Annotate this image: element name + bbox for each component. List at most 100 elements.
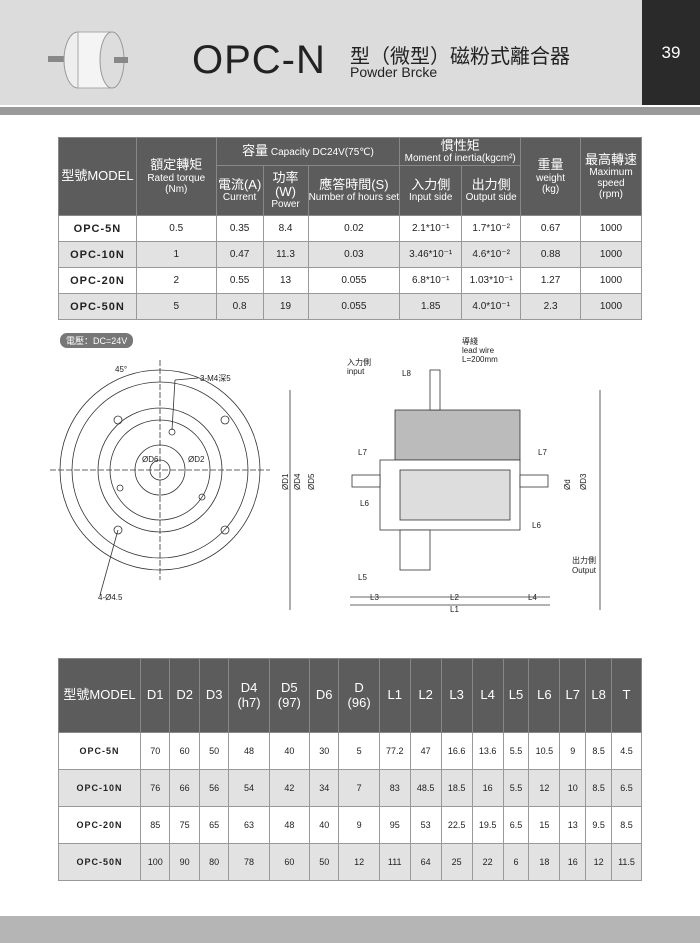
dim-header: L1 (378, 658, 411, 733)
dim-cell: 16 (471, 769, 504, 807)
dimension-label: L4 (528, 593, 537, 602)
dim-cell: 12 (338, 843, 380, 881)
spec-cell: 5 (135, 293, 217, 320)
dim-cell: 7 (338, 769, 380, 807)
dim-header: T (611, 658, 642, 733)
dim-cell: 8.5 (611, 806, 642, 844)
h-weight-unit: (kg) (541, 183, 560, 195)
h-inertia-cn: 慣性矩 (440, 137, 480, 153)
spec-cell: 1.85 (399, 293, 463, 320)
spec-cell: 4.0*10⁻¹ (461, 293, 522, 320)
lead-length: L=200mm (462, 355, 498, 364)
dim-cell: 25 (440, 843, 473, 881)
h-torque-cn: 額定轉矩 (150, 157, 203, 173)
spec-cell: 13 (262, 267, 309, 294)
dimension-label: L3 (370, 593, 379, 602)
dim-cell: 10.5 (528, 732, 561, 770)
dim-header: D3 (198, 658, 230, 733)
spec-cell: 2.1*10⁻¹ (399, 215, 463, 242)
dimension-label: L7 (538, 448, 547, 457)
dim-header: L3 (440, 658, 473, 733)
h-capacity-en: Capacity DC24V(75℃) (270, 147, 374, 159)
dim-cell: 10 (559, 769, 587, 807)
divider-bar (0, 107, 700, 115)
dim-cell: 90 (169, 843, 200, 881)
h-power-en: Power (271, 199, 300, 211)
dim-cell: 11.5 (611, 843, 642, 881)
dim-header: 型號MODEL (58, 658, 141, 733)
dim-cell: 48 (268, 806, 310, 844)
dimension-label: L2 (450, 593, 459, 602)
dim-header: L4 (471, 658, 504, 733)
dim-cell: 40 (268, 732, 310, 770)
spec-cell: 1000 (580, 267, 642, 294)
h-capacity-cn: 容量 (242, 143, 269, 159)
dim-cell: 9.5 (585, 806, 613, 844)
spec-cell: OPC-50N (58, 293, 137, 320)
spec-cell: 0.055 (307, 293, 401, 320)
front-view (50, 360, 270, 596)
dim-cell: 80 (198, 843, 230, 881)
dim-header: D4 (h7) (228, 658, 270, 733)
dimension-label: L7 (358, 448, 367, 457)
h-out-cn: 出力側 (471, 176, 511, 192)
dim-cell: 77.2 (378, 732, 411, 770)
dim-header: L7 (559, 658, 587, 733)
h-resp-en: Number of hours set (308, 192, 400, 204)
lead-en: lead wire (462, 346, 495, 355)
dimension-label: Ød (563, 479, 572, 490)
title-cn: 型（微型）磁粉式離合器 (350, 44, 570, 68)
h-inertia-en: Moment of inertia(kgcm²) (404, 153, 516, 165)
dimension-label: L1 (450, 605, 459, 614)
dimension-label: ØD3 (579, 473, 588, 490)
dim-cell: 34 (308, 769, 340, 807)
d2-label: ØD2 (188, 455, 205, 464)
dim-cell: 53 (409, 806, 442, 844)
side-view (289, 369, 601, 610)
dim-cell: 78 (228, 843, 270, 881)
dimension-label: L5 (358, 573, 367, 582)
dim-cell: OPC-5N (58, 732, 141, 770)
dim-cell: 16.6 (440, 732, 473, 770)
model-title: OPC-N (192, 38, 326, 82)
h-torque-unit: (Nm) (165, 183, 188, 195)
dim-cell: 63 (228, 806, 270, 844)
dim-cell: OPC-20N (58, 806, 141, 844)
dim-cell: 54 (228, 769, 270, 807)
dim-cell: 85 (139, 806, 171, 844)
dim-cell: 30 (308, 732, 340, 770)
spec-cell: 0.8 (215, 293, 264, 320)
spec-cell: OPC-20N (58, 267, 137, 294)
spec-cell: 1 (135, 241, 217, 268)
dim-header: D5 (97) (268, 658, 310, 733)
dim-cell: 19.5 (471, 806, 504, 844)
dim-cell: 6 (502, 843, 530, 881)
dim-cell: 5.5 (502, 769, 530, 807)
h-weight-cn: 重量 (537, 157, 564, 173)
spec-cell: 11.3 (262, 241, 309, 268)
spec-cell: 1.03*10⁻¹ (461, 267, 522, 294)
dim-cell: 16 (559, 843, 587, 881)
dimension-label: L8 (402, 369, 411, 378)
footer-bar (0, 916, 700, 943)
dim-cell: 75 (169, 806, 200, 844)
dim-header: L8 (585, 658, 613, 733)
h-in-cn: 入力側 (411, 176, 451, 192)
dim-cell: 76 (139, 769, 171, 807)
h-torque-en: Rated torque (147, 172, 206, 184)
spec-cell: 8.4 (262, 215, 309, 242)
dim-cell: 8.5 (585, 769, 613, 807)
dim-cell: 64 (409, 843, 442, 881)
dim-cell: 22.5 (440, 806, 473, 844)
spec-cell: 2 (135, 267, 217, 294)
dim-header: L6 (528, 658, 561, 733)
dim-header: D1 (139, 658, 171, 733)
dimension-label: L6 (532, 521, 541, 530)
